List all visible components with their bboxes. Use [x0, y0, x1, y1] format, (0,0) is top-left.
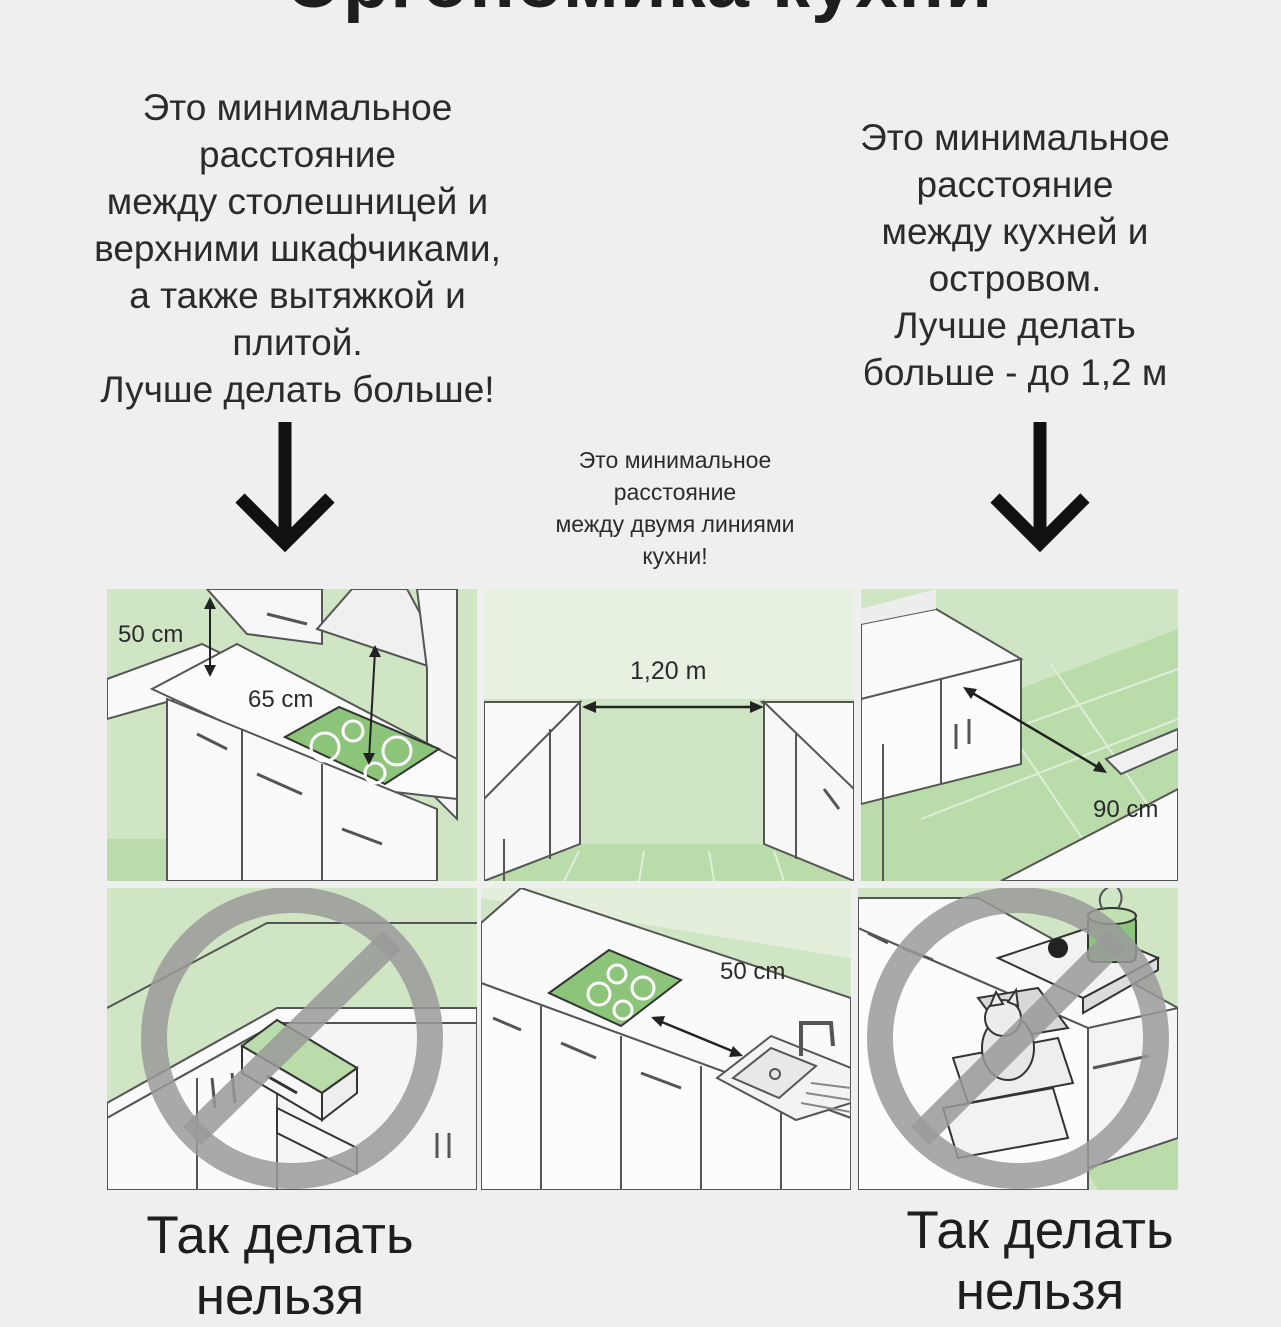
panel-hob-sink [481, 888, 851, 1190]
bottom-label-right: Так делать нельзя [906, 1201, 1174, 1321]
caption-line: а также вытяжкой и [129, 275, 466, 316]
caption-line: между кухней и [881, 211, 1149, 252]
caption-center: Это минимальное расстояние между двумя л… [520, 444, 830, 572]
dimension-label: 50 cm [720, 958, 786, 985]
caption-left: Это минимальное расстояние между столешн… [40, 84, 555, 413]
caption-line: верхними шкафчиками, [94, 228, 501, 269]
caption-line: Лучше делать больше! [100, 369, 495, 410]
panel-island [861, 589, 1178, 881]
dimension-label: 1,20 m [630, 657, 707, 685]
dimension-label: 65 cm [248, 686, 314, 713]
caption-line: плитой. [232, 322, 363, 363]
panel-two-lines [484, 589, 854, 881]
down-arrow-icon [235, 422, 335, 553]
caption-line: расстояние [613, 479, 737, 505]
page-title: Эргономика кухни [0, 0, 1281, 25]
caption-right: Это минимальное расстояние между кухней … [810, 114, 1220, 396]
panel-hob-hood [107, 589, 477, 881]
caption-line: расстояние [199, 134, 396, 175]
down-arrow-icon [990, 422, 1090, 553]
caption-line: островом. [928, 258, 1102, 299]
caption-line: Это минимальное [578, 447, 772, 473]
caption-line: между столешницей и [106, 181, 489, 222]
caption-line: больше - до 1,2 м [862, 352, 1168, 393]
caption-line: кухни! [642, 543, 708, 569]
caption-line: Это минимальное [142, 87, 453, 128]
dimension-label: 90 cm [1093, 796, 1159, 823]
caption-line: Лучше делать [894, 305, 1136, 346]
dimension-label: 50 cm [118, 621, 184, 648]
caption-line: Это минимальное [860, 117, 1170, 158]
caption-line: между двумя линиями [555, 511, 795, 537]
caption-line: расстояние [916, 164, 1114, 205]
panel-corner-drawer-forbidden [107, 888, 477, 1190]
bottom-label-left: Так делать нельзя [146, 1206, 414, 1326]
panel-oven-hob-forbidden [858, 888, 1178, 1190]
